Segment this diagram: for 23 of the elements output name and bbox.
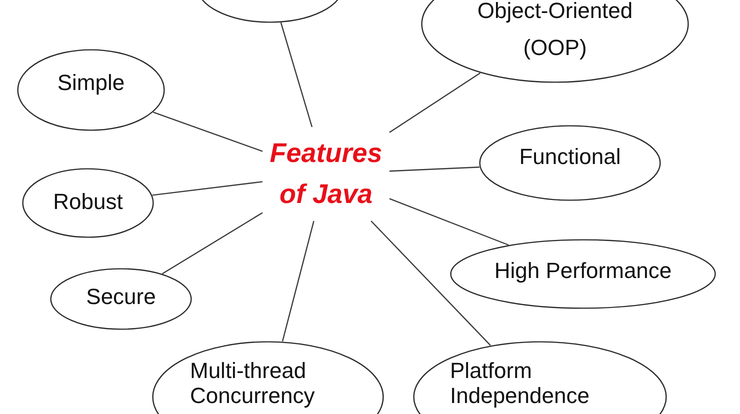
connector-line — [389, 72, 481, 133]
central-topic-text: Features of Java — [268, 133, 384, 215]
feature-label: Simple — [56, 70, 126, 96]
connector-line — [389, 198, 509, 246]
connector-line — [282, 220, 314, 342]
feature-ellipse — [17, 49, 165, 131]
feature-ellipse — [22, 168, 154, 238]
connector-line — [162, 212, 263, 274]
feature-ellipse — [450, 239, 716, 309]
connector-line — [389, 166, 480, 172]
feature-label: Multi-thread Concurrency — [190, 358, 316, 408]
feature-label: Platform Independence — [450, 358, 590, 408]
feature-label: Functional — [518, 144, 622, 170]
feature-ellipse — [50, 268, 192, 330]
connector-line — [152, 181, 263, 196]
feature-label: Secure — [85, 284, 157, 310]
feature-label: High Performance — [493, 258, 673, 284]
feature-ellipse — [479, 125, 661, 201]
connector-line — [153, 112, 263, 152]
connector-line — [370, 220, 491, 346]
feature-label: Object-Oriented (OOP) — [476, 0, 634, 62]
feature-label: Robust — [52, 189, 124, 215]
connector-line — [280, 22, 313, 128]
